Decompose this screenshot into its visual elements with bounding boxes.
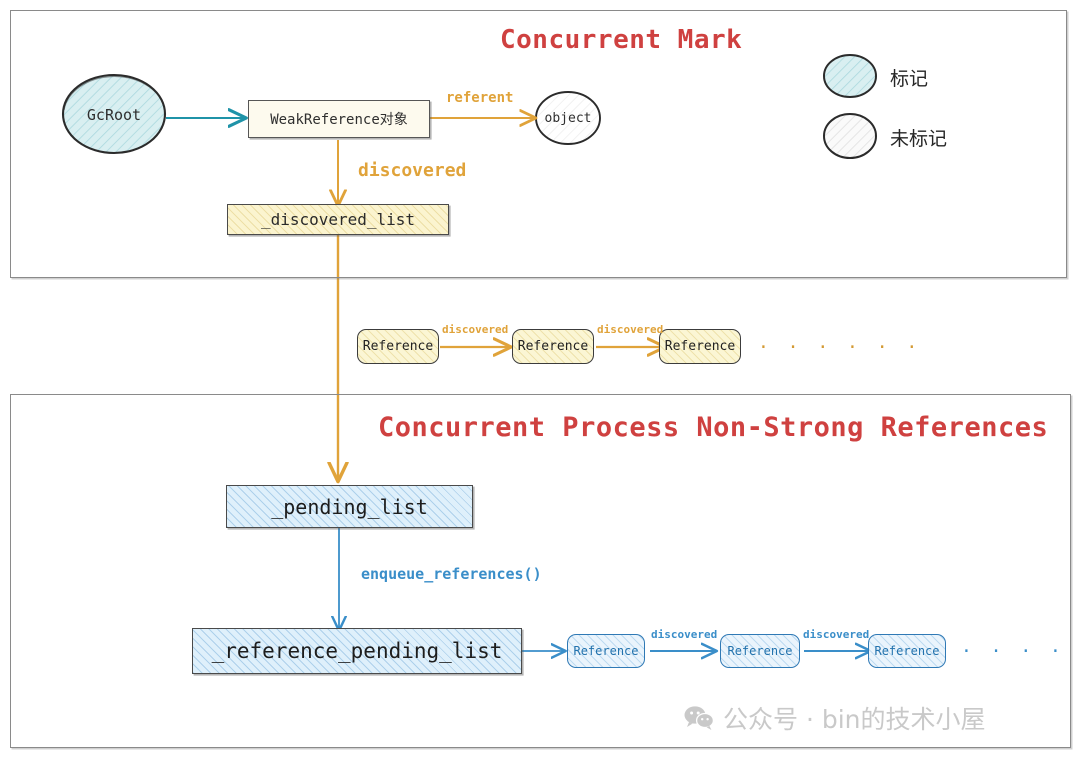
legend-unmarked-circle-shape: [823, 113, 877, 159]
weakreference-label: WeakReference对象: [270, 112, 408, 128]
bottom-chain-edge-label-2: discovered: [803, 628, 870, 641]
object-node[interactable]: object: [537, 104, 599, 132]
referent-edge-label: referent: [446, 90, 514, 106]
mid-reference-node-3[interactable]: Reference: [659, 329, 741, 364]
mid-chain-ellipsis: · · · · · ·: [758, 337, 922, 358]
discovered-list-label: _discovered_list: [260, 210, 416, 229]
panel-concurrent-mark: [10, 10, 1067, 278]
reference-pending-list-label: _reference_pending_list: [211, 639, 503, 663]
mid-chain-edge-label-1: discovered: [442, 323, 509, 336]
bottom-chain-ellipsis: · · · · · ·: [961, 641, 1080, 662]
reference-pending-list-box[interactable]: _reference_pending_list: [192, 628, 522, 674]
mid-reference-node-1[interactable]: Reference: [357, 329, 439, 364]
object-label: object: [544, 110, 592, 126]
title-concurrent-process: Concurrent Process Non-Strong References: [378, 412, 1049, 443]
panel-concurrent-process: [10, 394, 1071, 748]
mid-reference-label-3: Reference: [664, 339, 736, 354]
bottom-reference-node-2[interactable]: Reference: [720, 634, 800, 668]
mid-reference-label-2: Reference: [517, 339, 589, 354]
legend-label-marked: 标记: [890, 68, 929, 90]
weakreference-box[interactable]: WeakReference对象: [248, 100, 430, 138]
bottom-reference-label-2: Reference: [727, 644, 793, 658]
gcroot-ellipse-shape: [61, 73, 167, 155]
bottom-reference-node-3[interactable]: Reference: [868, 634, 946, 668]
bottom-reference-label-3: Reference: [874, 644, 940, 658]
discovered-edge-label: discovered: [358, 160, 467, 181]
bottom-reference-node-1[interactable]: Reference: [567, 634, 645, 668]
enqueue-references-edge-label: enqueue_references(): [361, 565, 542, 583]
gcroot-label: GcRoot: [86, 106, 142, 124]
mid-reference-label-1: Reference: [362, 339, 434, 354]
legend-label-unmarked: 未标记: [890, 128, 948, 150]
bottom-chain-edge-label-1: discovered: [651, 628, 718, 641]
bottom-reference-label-1: Reference: [573, 644, 639, 658]
watermark-text: 公众号 · bin的技术小屋: [723, 705, 986, 734]
mid-chain-edge-label-2: discovered: [597, 323, 664, 336]
discovered-list-box[interactable]: _discovered_list: [227, 204, 449, 235]
gcroot-node[interactable]: GcRoot: [63, 95, 165, 135]
wechat-icon: [684, 706, 714, 730]
mid-reference-node-2[interactable]: Reference: [512, 329, 594, 364]
title-concurrent-mark: Concurrent Mark: [500, 25, 743, 55]
pending-list-label: _pending_list: [271, 494, 428, 519]
legend-marked-circle-shape: [823, 54, 877, 98]
pending-list-box[interactable]: _pending_list: [226, 485, 473, 528]
watermark: 公众号 · bin的技术小屋: [684, 700, 986, 736]
